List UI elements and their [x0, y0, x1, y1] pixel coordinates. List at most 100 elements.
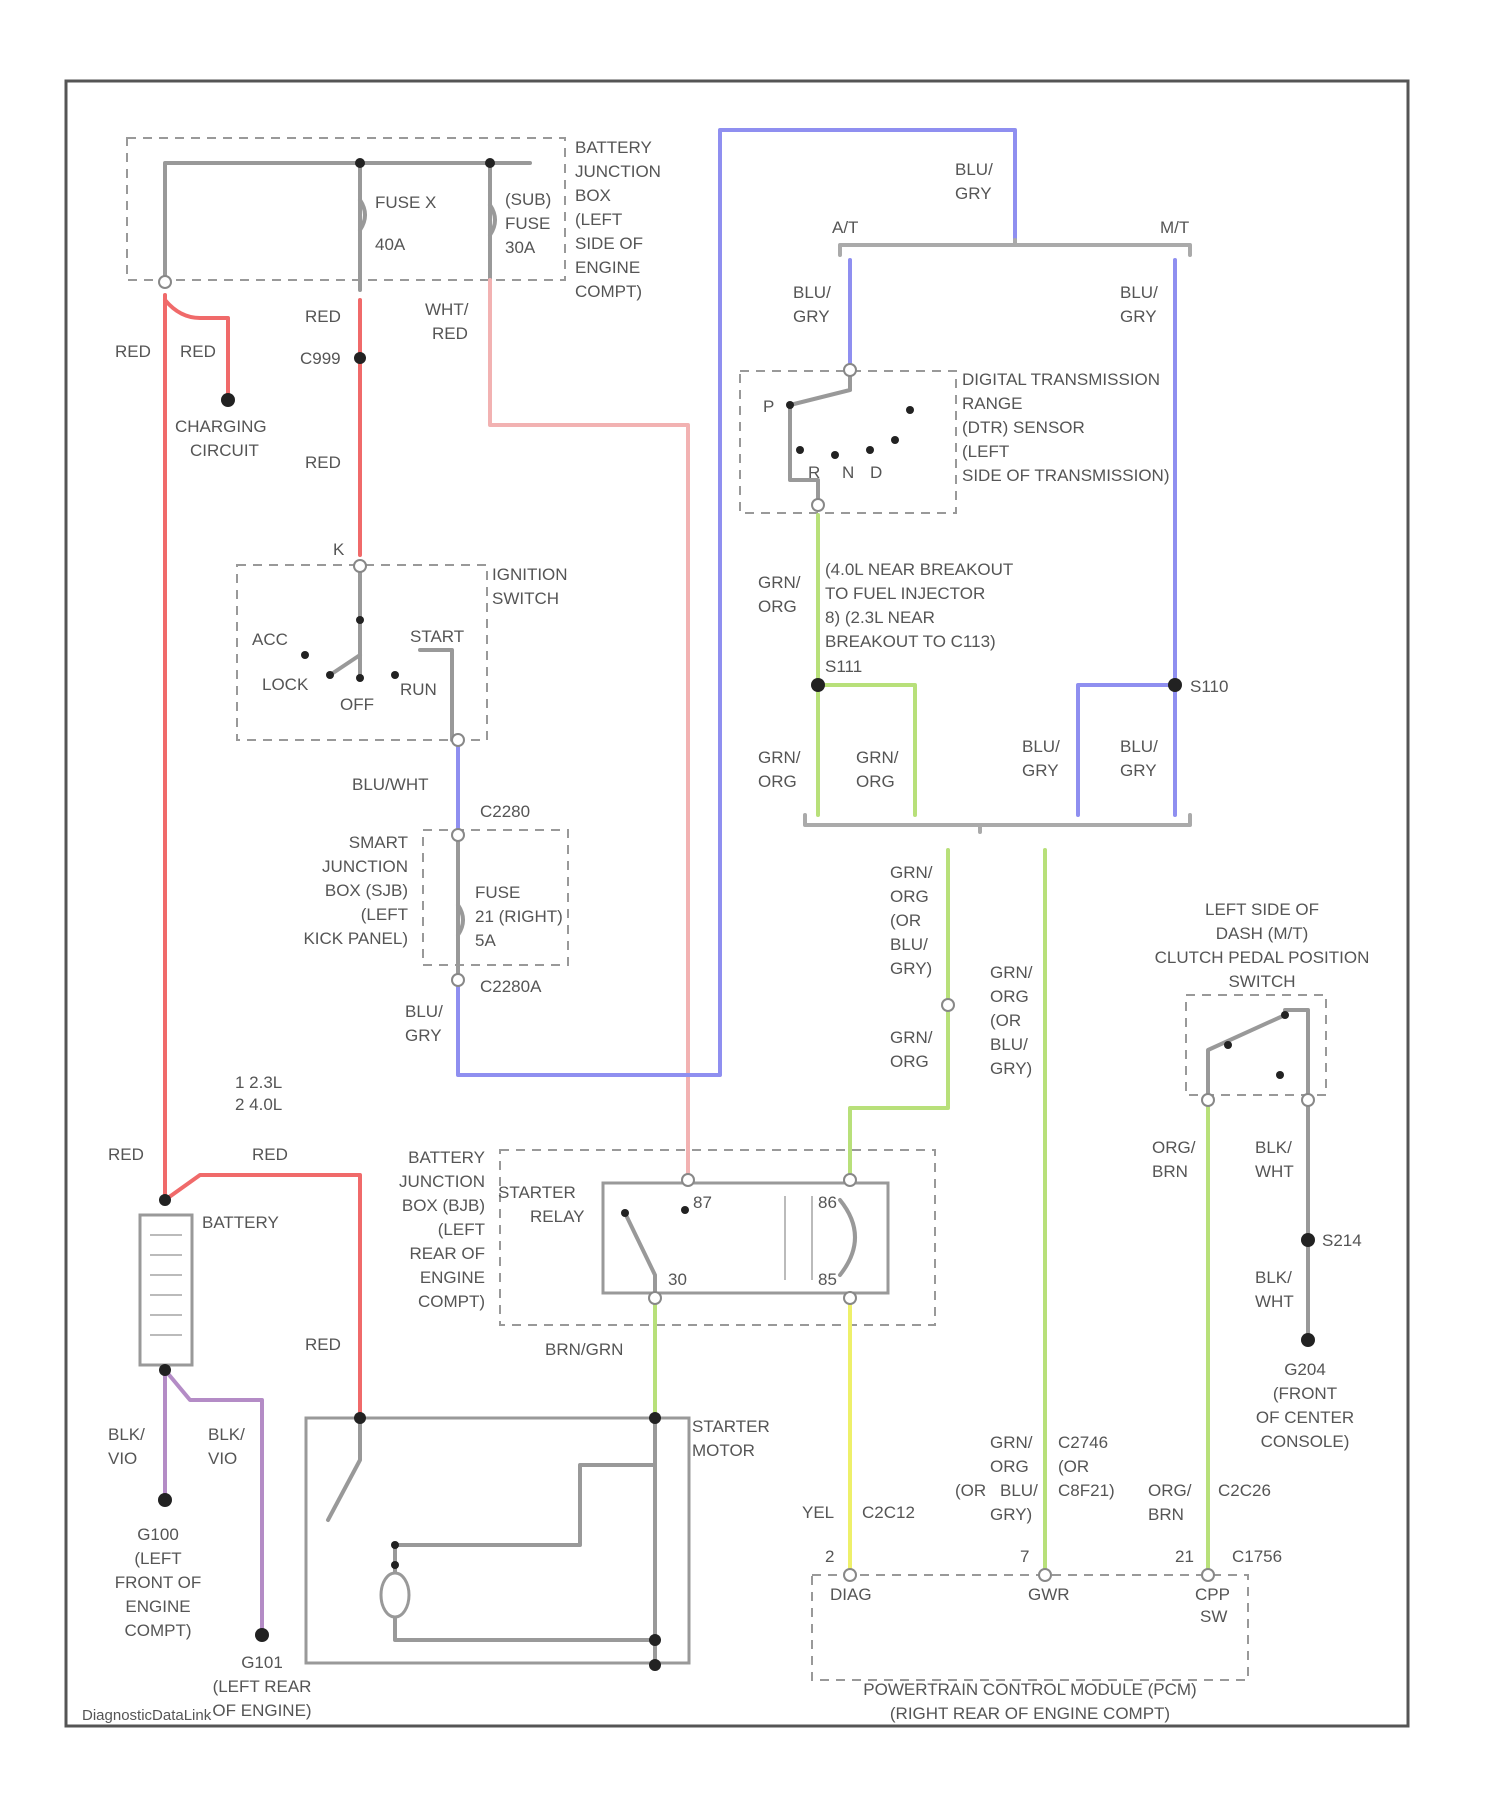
connector-c1756-label: C1756: [1232, 1547, 1282, 1566]
wire-label-wht-red: WHT/RED: [425, 300, 469, 343]
connector-pin-5: [452, 974, 464, 986]
starter-motor-box: [306, 1418, 689, 1663]
wire-label-grn-org-or-blu-gry-2: GRN/ORG(ORBLU/GRY): [990, 963, 1033, 1078]
dtr-contact-point: [786, 401, 794, 409]
ignition-acc-label: ACC: [252, 630, 288, 649]
connector-pin-9: [682, 1174, 694, 1186]
ignition-contact-point: [356, 616, 364, 624]
wire-label-blk-wht-2: BLK/WHT: [1255, 1268, 1294, 1311]
connector-pin-16: [1039, 1569, 1051, 1581]
connector-c2280-label: C2280: [480, 802, 530, 821]
g100-ground-node: [158, 1493, 172, 1507]
battery-positive-node: [159, 1194, 171, 1206]
splice-s214-label: S214: [1322, 1231, 1362, 1250]
wire-label-org-brn: ORG/BRN: [1152, 1138, 1196, 1181]
ignition-run-label: RUN: [400, 680, 437, 699]
dtr-sensor-label: DIGITAL TRANSMISSIONRANGE(DTR) SENSOR(LE…: [962, 370, 1170, 485]
pcm-pin-2: 2: [825, 1547, 834, 1566]
bjb-node-2: [485, 158, 495, 168]
ignition-start-label: START: [410, 627, 464, 646]
s110-splice: [1168, 678, 1182, 692]
pcm-pin-7: 7: [1020, 1547, 1029, 1566]
ground-g100-label: G100(LEFTFRONT OFENGINECOMPT): [115, 1525, 202, 1640]
wire-label-grn-org-or-blu-gry: GRN/ORG(ORBLU/GRY): [890, 863, 933, 978]
connector-c999-label: C999: [300, 349, 341, 368]
ignition-contact-point-3: [326, 671, 334, 679]
pcm-label: POWERTRAIN CONTROL MODULE (PCM)(RIGHT RE…: [863, 1680, 1196, 1723]
lower-bracket: [805, 815, 1190, 832]
dtr-contact-point-4: [831, 451, 839, 459]
wire-label-blu-gry-5: BLU/GRY: [1022, 737, 1060, 780]
connector-pin-3: [452, 734, 464, 746]
battery-symbol: [140, 1215, 192, 1365]
g204-ground-node: [1301, 1333, 1315, 1347]
ignition-k-label: K: [333, 540, 345, 559]
relay-contact-point-2: [681, 1206, 689, 1214]
g101-ground-node: [255, 1628, 269, 1642]
wire-label-grn-org-3: GRN/ORG: [856, 748, 899, 791]
wire-label-red-3: RED: [305, 307, 341, 326]
dtr-pin-n: N: [842, 463, 854, 482]
wire-label-grn-org-4: GRN/ORG: [890, 1028, 933, 1071]
starter-motor-node: [354, 1412, 366, 1424]
dtr-pin-r: R: [808, 463, 820, 482]
ignition-lock-label: LOCK: [262, 675, 309, 694]
s214-splice: [1301, 1233, 1315, 1247]
clutch-switch-blade: [1208, 1010, 1308, 1100]
connector-c2c26-label: C2C26: [1218, 1481, 1271, 1500]
wire-label-yel: YEL: [802, 1503, 834, 1522]
sub-fuse-label: (SUB)FUSE30A: [505, 190, 551, 257]
c999-node: [354, 352, 366, 364]
bjb-node: [355, 158, 365, 168]
footer-caption: DiagnosticDataLink: [82, 1707, 212, 1724]
motor-contact-point-2: [391, 1561, 399, 1569]
relay-contact-point: [621, 1209, 629, 1217]
clutch-contact-point-2: [1281, 1011, 1289, 1019]
connector-pin-12: [844, 1292, 856, 1304]
at-mt-bracket: [840, 240, 1190, 255]
starter-motor-node-4: [649, 1659, 661, 1671]
switch-symbols: [150, 200, 1308, 1617]
mt-label: M/T: [1160, 218, 1189, 237]
ignition-contact-point-5: [356, 674, 364, 682]
connector-pin: [159, 276, 171, 288]
splice-s110-label: S110: [1190, 677, 1228, 696]
bjb-bus-wire: [165, 163, 530, 278]
starter-motor-node-3: [649, 1634, 661, 1646]
connector-pin-2: [354, 560, 366, 572]
at-label: A/T: [832, 218, 858, 237]
wire-label-org-brn-2: ORG/BRN: [1148, 1481, 1192, 1524]
clutch-contact-point-3: [1276, 1071, 1284, 1079]
dtr-contact-point-5: [866, 446, 874, 454]
wire-label-blk-vio: BLK/VIO: [108, 1425, 145, 1468]
connector-pin-10: [844, 1174, 856, 1186]
s111-splice: [811, 678, 825, 692]
ignition-contact: [330, 655, 360, 675]
ignition-off-label: OFF: [340, 695, 374, 714]
motor-internal-wire: [395, 1418, 655, 1665]
starter-motor-node-2: [649, 1412, 661, 1424]
relay-pin-85: 85: [818, 1270, 837, 1289]
wire-label-red-5: RED: [108, 1145, 144, 1164]
ignition-contact-point-4: [391, 671, 399, 679]
wire-label-red-6: RED: [252, 1145, 288, 1164]
ignition-contact-point-2: [301, 651, 309, 659]
wire-label-red-7: RED: [305, 1335, 341, 1354]
starter-relay-box: [603, 1183, 888, 1293]
dtr-contact-point-6: [891, 436, 899, 444]
wire-label-blu-wht: BLU/WHT: [352, 775, 429, 794]
connector-pin-17: [1202, 1569, 1214, 1581]
relay-pin-30: 30: [668, 1270, 687, 1289]
connector-pin-14: [1302, 1094, 1314, 1106]
pcm-divider: [785, 1196, 812, 1280]
connector-c2c12-label: C2C12: [862, 1503, 915, 1522]
